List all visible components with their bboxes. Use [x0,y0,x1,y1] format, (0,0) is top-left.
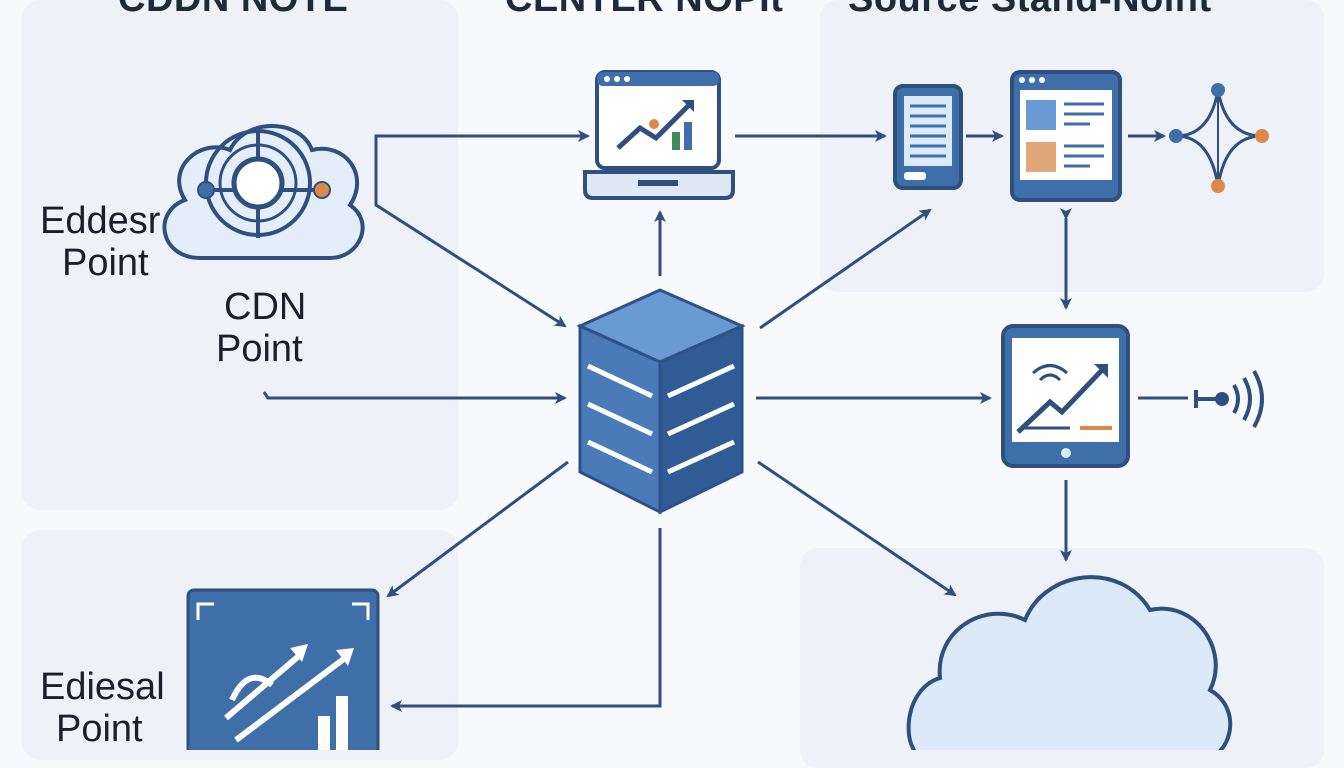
arrow-cdn-to-laptop [374,134,567,328]
browser-window-icon [1010,70,1122,202]
network-graph-icon [1169,83,1269,193]
laptop-chart-icon [583,70,735,200]
analytics-app-icon [186,588,380,750]
cdn-point-label: CDN Point [216,286,306,370]
cdn-point-label-line2: Point [216,328,303,370]
wireless-signal-icon [1194,370,1264,428]
cloud-icon [906,575,1233,750]
arrow-server-to-cloud [757,460,957,597]
edge-top-label: Eddesr Point [40,200,160,284]
heading-source-stand-point: Source Stand-Noint [848,0,1212,21]
tablet-chart-icon [1001,324,1130,468]
arrow-server-to-edge-app [386,460,569,598]
heading-cdn-note: CDDN NOTE [118,0,348,21]
server-stack-icon [576,288,746,515]
cdn-point-label-line1: CDN [224,286,307,328]
arrow-center-to-edge-app [390,528,662,712]
connectors [262,130,1188,712]
heading-center-point: CENTER NOPIt [505,0,783,21]
edge-bottom-label-line1: Ediesal [40,666,165,708]
edge-bottom-label: Ediesal Point [40,666,165,750]
phone-icon [893,84,963,190]
edge-top-label-line1: Eddesr [40,200,161,242]
edge-top-label-line2: Point [62,242,149,284]
arrow-server-to-phone [759,208,932,330]
network-diagram [162,70,1269,750]
edge-bottom-label-line2: Point [56,708,143,750]
network-cloud-icon [162,124,365,260]
arrow-cdnpoint-to-server [262,391,567,404]
